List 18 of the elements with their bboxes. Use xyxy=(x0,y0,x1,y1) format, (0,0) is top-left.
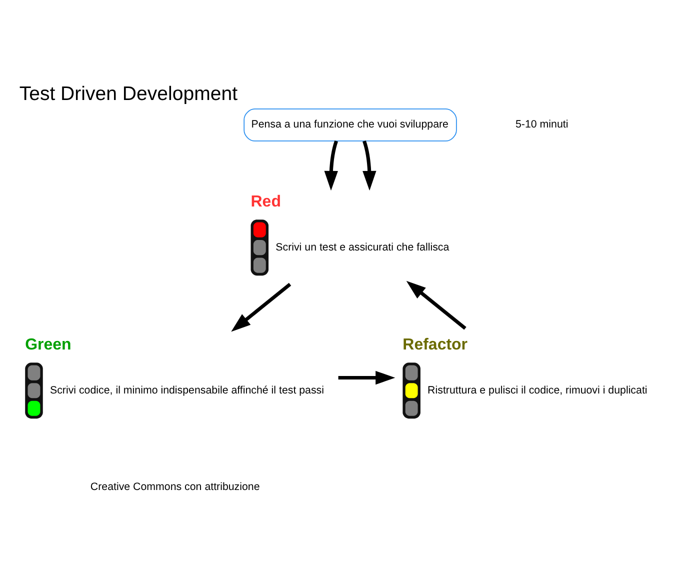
node-box xyxy=(25,362,43,418)
diagram-title: Test Driven Development xyxy=(19,82,238,104)
node-label: Green xyxy=(25,336,72,354)
arrow xyxy=(324,140,338,190)
arrow xyxy=(362,140,376,190)
node-label: Ristruttura e pulisci il codice, rimuovi i duplicati xyxy=(428,384,648,396)
arrow xyxy=(406,280,466,330)
label: Creative Commons con attribuzione xyxy=(90,480,260,493)
node-box: Pensa a una funzione che vuoi sviluppare xyxy=(244,108,457,141)
arrow xyxy=(338,370,396,384)
arrow xyxy=(231,282,292,332)
node-label: Scrivi codice, il minimo indispensabile affinché il test passi xyxy=(50,384,324,396)
node-label: Scrivi un test e assicurati che fallisca xyxy=(276,240,450,253)
node-label: Red xyxy=(250,193,281,210)
node-box xyxy=(402,362,420,418)
node-label: Refactor xyxy=(402,336,468,354)
node-box xyxy=(250,219,269,276)
label: 5-10 minuti xyxy=(516,118,568,130)
